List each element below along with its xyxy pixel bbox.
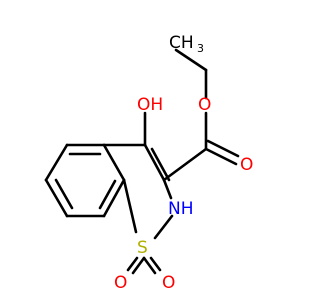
bond-c3-n [162,178,173,200]
benzothiazine-structure-diagram: OH O O CH 3 NH S O O [44,33,253,293]
sulfonyl-oxygen-left-label: O [114,273,127,293]
bond-s-o-right [149,256,162,272]
sulfonyl-oxygen-right-label: O [162,273,175,293]
bond-c2-c3 [44,143,69,182]
double-bond-carbonyl-o [206,139,240,158]
bond-c3-c4 [44,178,69,218]
nh-label: NH [168,199,194,219]
ester-oxygen-label: O [198,95,211,115]
bond-n-s [153,214,174,240]
double-bond-s-o-left [131,256,146,275]
bond-carbonyl-o [204,147,238,166]
double-bond-c4a-c3-inner [150,147,171,182]
bond-ch2-ch3 [174,48,208,72]
bond-c5-c6 [102,178,126,218]
methyl-label: CH [169,33,194,53]
bond-c4a-c3 [143,143,166,182]
ester-group [162,48,240,182]
double-bond-inner-left [54,178,74,210]
sulfur-label: S [137,238,148,258]
carbonyl-oxygen-label: O [240,155,253,175]
bond-c6-s [122,178,138,234]
bond-c6-c1 [102,143,126,182]
bond-s-o-left [126,256,139,272]
double-bond-s-o-right [142,256,157,275]
benzene-ring [44,143,126,218]
thiazine-ring [102,143,174,240]
bond-c3-carbonyl [162,147,208,182]
methyl-subscript: 3 [197,42,204,55]
hydroxyl-label: OH [137,95,163,115]
double-bond-inner-right [98,179,117,210]
